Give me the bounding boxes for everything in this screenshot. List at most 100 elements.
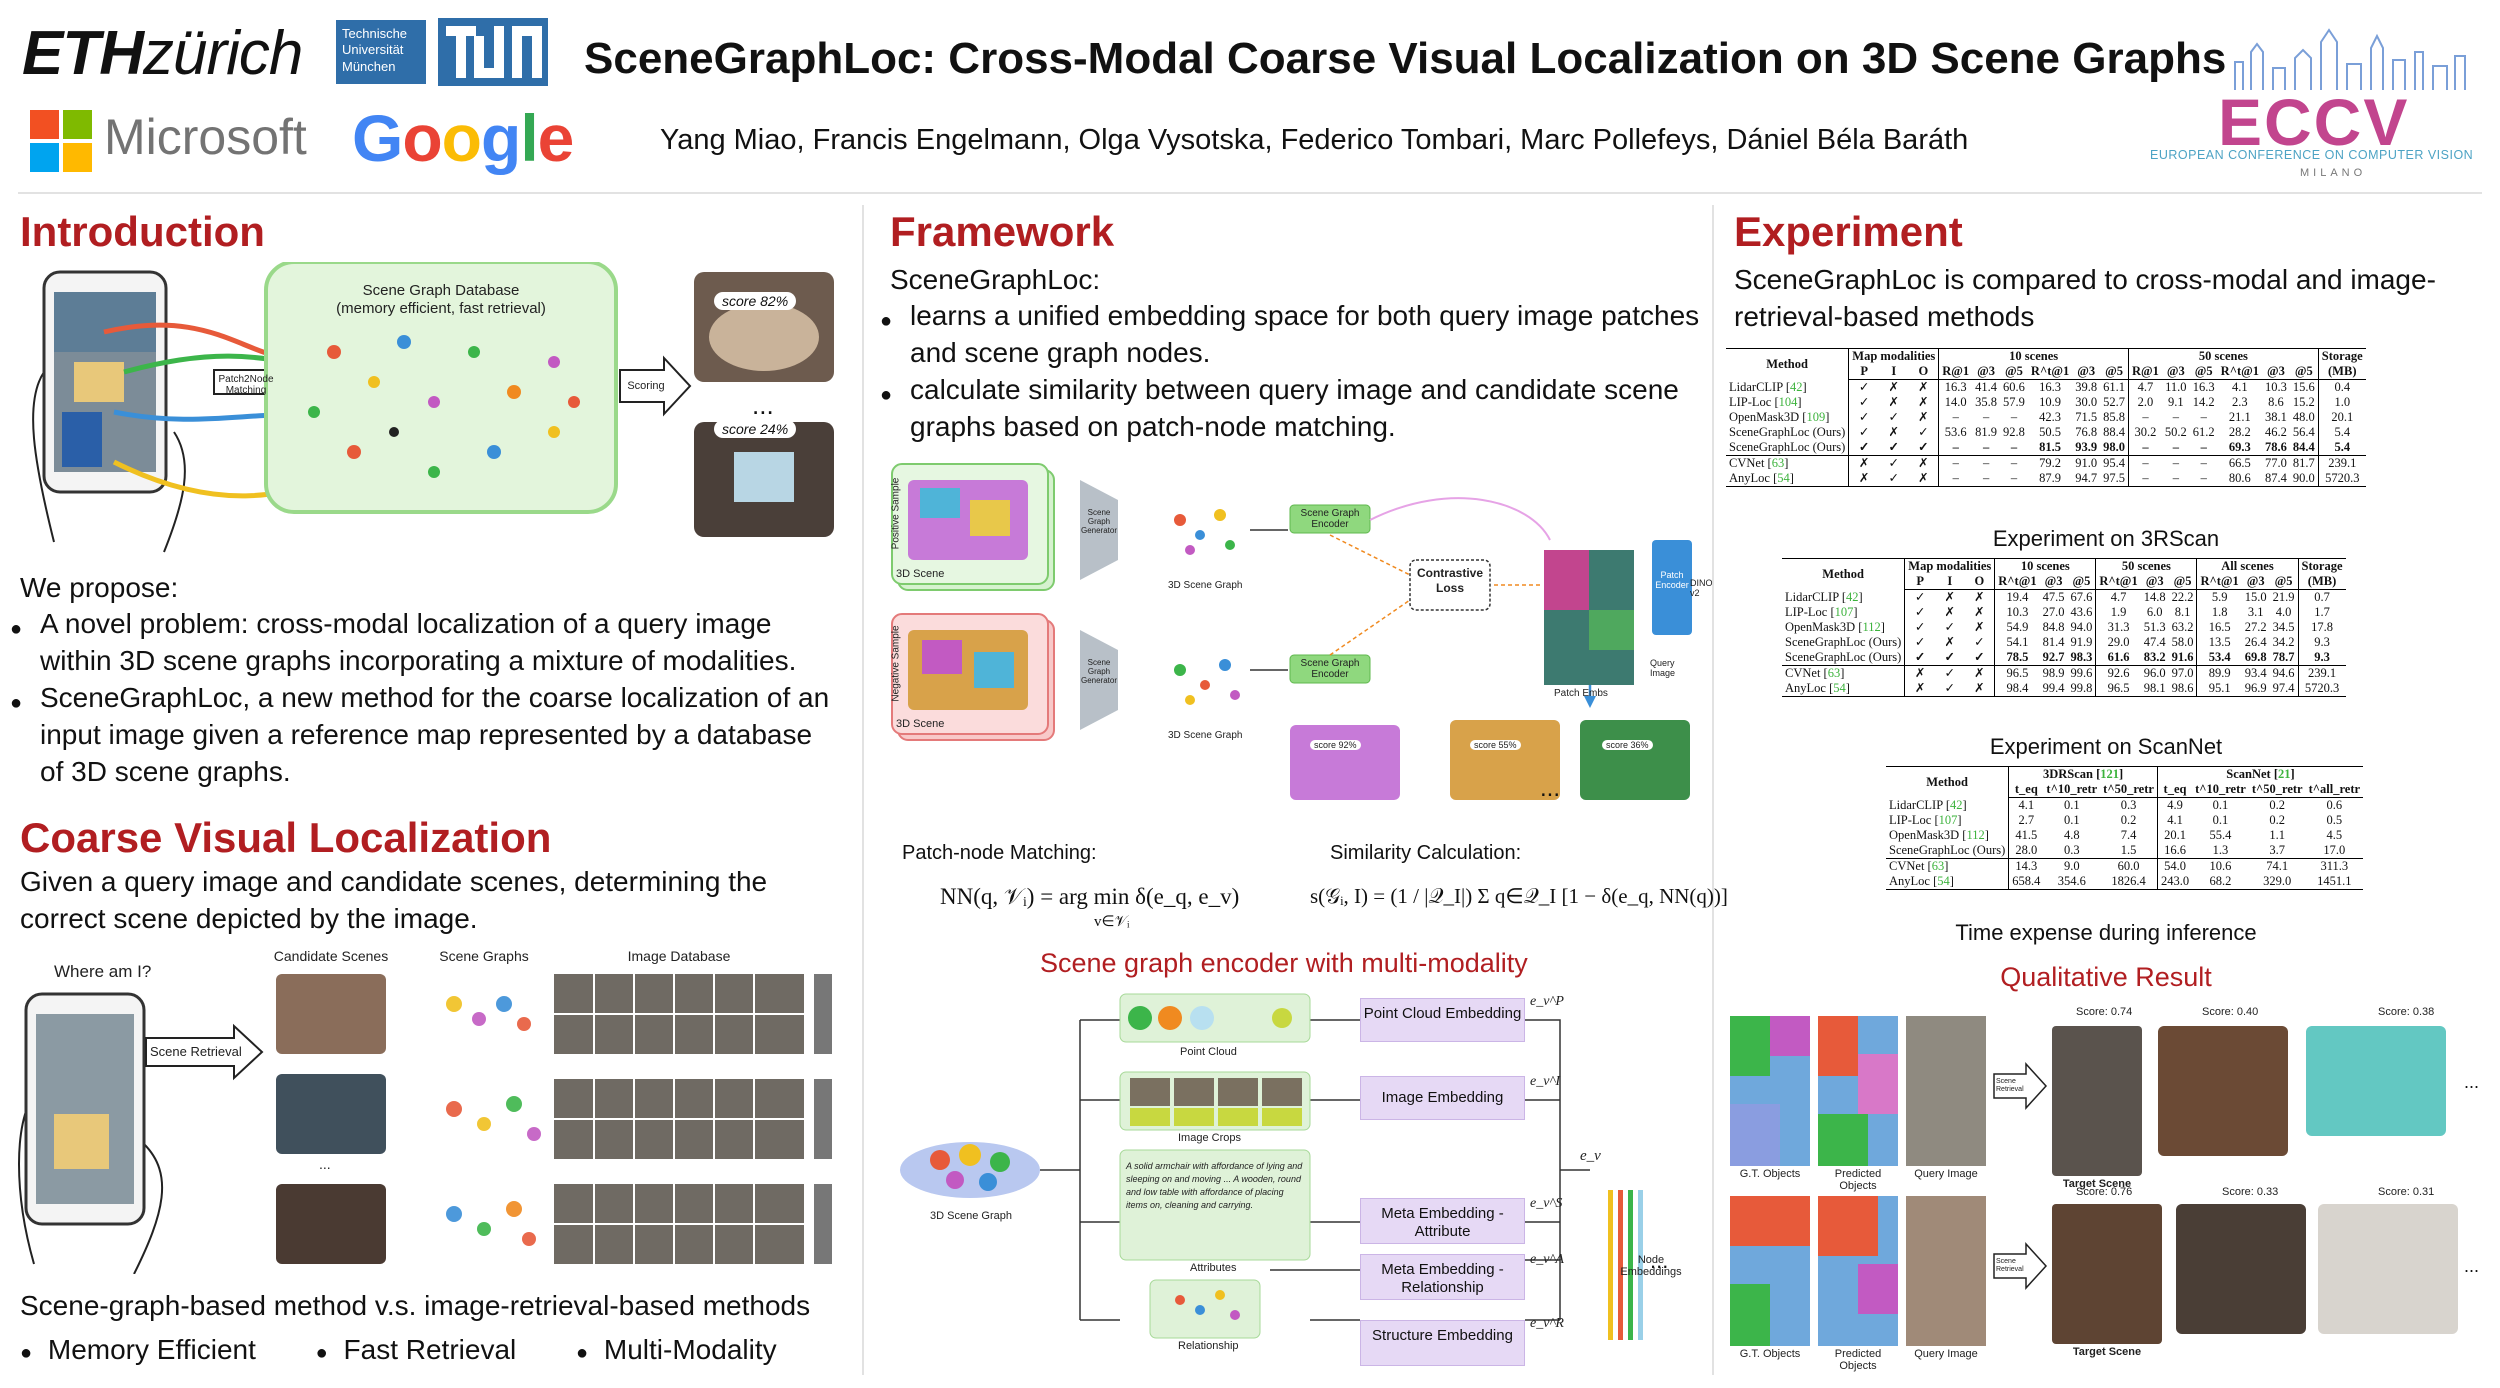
table-cell: – [1972, 471, 2001, 487]
table-cell: ✗ [1908, 410, 1940, 425]
table-cell: ✗ [1944, 605, 1955, 619]
author-list: Yang Miao, Francis Engelmann, Olga Vysot… [660, 124, 1969, 156]
table-cell: 0.6 [2326, 798, 2343, 812]
table-cell: 53.4 [2208, 650, 2231, 664]
table-cell: 81.7 [2289, 455, 2319, 471]
benefit-item: Fast Retrieval [343, 1334, 517, 1365]
table-cell: 69.3 [2228, 440, 2251, 454]
branch-point-cloud: Point Cloud [1180, 1046, 1237, 1058]
table-cell: ✗ [1944, 590, 1955, 604]
query-image-label: Query Image [1650, 658, 1676, 678]
table-cell: 61.2 [2192, 425, 2215, 439]
table-cell: 97.0 [2168, 665, 2198, 681]
col-subheader: R@1 [2128, 364, 2162, 380]
table-cell: 5.4 [2334, 425, 2351, 439]
method-name: LidarCLIP [42] [1726, 379, 1850, 395]
table-cell: 94.0 [2067, 620, 2097, 635]
table-cell: 98.0 [2100, 440, 2130, 456]
intro-propose: We propose: [20, 572, 179, 603]
table-cell: – [1982, 440, 1990, 454]
framework-score-1: score 92% [1310, 740, 1361, 750]
matching-label: Patch2Node Matching [218, 374, 274, 396]
table-cell: 4.1 [2167, 813, 2183, 827]
qual-score-1-2: Score: 0.40 [2202, 1006, 2259, 1018]
col-subheader: @5 [2269, 574, 2299, 590]
table-cell: 14.0 [1944, 395, 1967, 409]
table-cell: 34.5 [2269, 620, 2299, 635]
method-name: OpenMask3D [109] [1726, 410, 1850, 425]
table-cell: 5720.3 [2318, 471, 2366, 487]
col-subheader: R^t@1 [2217, 364, 2263, 380]
qual-score-1-3: Score: 0.38 [2378, 1006, 2435, 1018]
table-cell: 91.6 [2168, 650, 2198, 666]
table-cell: 4.5 [2326, 828, 2343, 842]
table-cell: 51.3 [2143, 620, 2166, 634]
dino-label: DINO v2 [1690, 578, 1713, 598]
table-cell: – [2161, 455, 2190, 471]
database-title: Scene Graph Database [362, 282, 520, 299]
table-cell: – [1982, 410, 1990, 424]
table-cell: 8.6 [2268, 395, 2284, 409]
qual-score-2-1: Score: 0.76 [2076, 1186, 2133, 1198]
table-cell: 95.1 [2196, 681, 2242, 697]
table-cell: 93.9 [2075, 440, 2098, 454]
table-cell: 14.8 [2143, 590, 2166, 604]
graph-generator-pos: Scene Graph Generator [1080, 508, 1118, 535]
table-cell: 0.7 [2314, 590, 2330, 604]
table-cell: 9.3 [2314, 650, 2330, 664]
method-name: OpenMask3D [112] [1782, 620, 1906, 635]
table-cell: 66.5 [2217, 455, 2263, 471]
table-cell: 81.5 [2039, 440, 2062, 454]
table-cell: 96.0 [2140, 665, 2169, 681]
structure-embedding: Structure Embedding [1360, 1320, 1525, 1366]
candidate-scenes-header: Candidate Scenes [273, 948, 389, 964]
table-cell: 0.3 [2063, 843, 2080, 857]
table-cell: 7.4 [2100, 828, 2158, 843]
label-predicted-objects: Predicted Objects [1834, 1348, 1882, 1372]
symbol-attribute: e_v^S [1530, 1196, 1563, 1211]
table-cell: 41.4 [1975, 380, 1998, 394]
table-cell: 87.4 [2262, 471, 2290, 487]
table-cell: 3.1 [2247, 605, 2264, 619]
col-subheader: t^10_retr [2192, 782, 2249, 798]
table-cell: ✓ [1914, 635, 1926, 649]
table-cell: ✓ [1935, 665, 1965, 681]
meta-attribute-embedding: Meta Embedding - Attribute [1360, 1198, 1525, 1244]
branch-relationship: Relationship [1178, 1340, 1239, 1352]
table-cell: 34.2 [2269, 635, 2299, 650]
col-subheader: @3 [2140, 574, 2169, 590]
table-cell: 96.9 [2241, 681, 2270, 697]
table-cell: ✓ [1914, 620, 1926, 634]
scene-retrieval-label: Scene Retrieval [150, 1044, 242, 1059]
col-header: Method [1886, 766, 2010, 798]
framework-drawing [891, 463, 1692, 800]
framework-ellipsis: ... [1540, 775, 1561, 802]
table-cell: 19.4 [2006, 590, 2029, 604]
intro-ellipsis: ... [752, 390, 774, 420]
table-cell: 54.9 [2006, 620, 2029, 634]
col-subheader: @3 [1972, 364, 2001, 380]
branch-image-crops: Image Crops [1178, 1132, 1241, 1144]
embedding-ellipsis: ... [1650, 1248, 1669, 1273]
col-subheader: @5 [2067, 574, 2097, 590]
table-cell: ✗ [1908, 395, 1940, 410]
intro-bullet: SceneGraphLoc, a new method for the coar… [10, 680, 830, 791]
table-cell: 1.0 [2334, 395, 2351, 409]
table-cell: – [2000, 455, 2028, 471]
patch-node-label: Patch-node Matching: [902, 842, 1097, 864]
table-cell: 21.9 [2269, 589, 2299, 605]
table-cell: ✗ [1964, 681, 1996, 697]
col-subheader: t^50_retr [2100, 782, 2158, 798]
table-cell: – [1938, 455, 1973, 471]
table-cell: 0.2 [2269, 798, 2286, 812]
table-cell: ✗ [1888, 425, 1899, 439]
col-subheader: R@1 [1938, 364, 1973, 380]
table-cell: – [2189, 471, 2218, 487]
table-cell: 10.3 [2006, 605, 2029, 619]
table-cell: 16.3 [2039, 380, 2062, 394]
table-cell: 658.4 [2008, 874, 2044, 890]
